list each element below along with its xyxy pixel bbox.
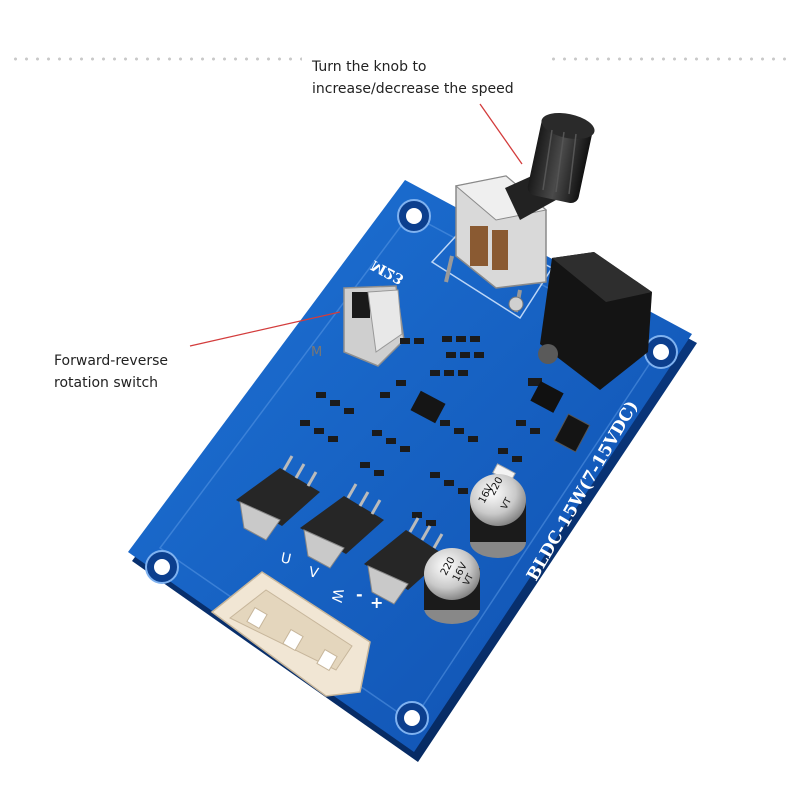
motor-connector	[210, 571, 371, 697]
switch-annotation-line	[189, 311, 341, 347]
mosfet	[236, 455, 320, 541]
switch-caption-line-1: Forward-reverse	[54, 353, 168, 369]
smd-components	[300, 336, 542, 526]
mcu-chip	[410, 390, 446, 424]
mounting-hole	[145, 550, 179, 584]
speed-knob	[505, 112, 595, 220]
stray-m-label: M	[311, 345, 323, 360]
mounting-hole	[395, 701, 429, 735]
switch-caption-line-2: rotation switch	[54, 375, 159, 391]
voltage-regulator	[530, 381, 591, 453]
mounting-hole	[397, 199, 431, 233]
mosfet	[364, 517, 446, 605]
dc-power-jack	[538, 252, 652, 390]
capacitor: 220 16V VT	[424, 548, 480, 624]
mounting-hole	[644, 335, 678, 369]
knob-caption-line-1: Turn the knob to	[312, 59, 427, 75]
knob-caption: Turn the knob to increase/decrease the s…	[312, 56, 514, 100]
mounting-holes	[145, 199, 678, 735]
phase-label-u: U	[279, 550, 292, 568]
phase-label-v: V	[307, 564, 320, 582]
switch-caption: Forward-reverse rotation switch	[54, 350, 168, 394]
capacitor: 220 16V VT	[470, 474, 526, 558]
divider-dots-right	[548, 57, 792, 61]
knob-annotation-line	[479, 103, 523, 165]
mosfet	[300, 483, 384, 569]
power-label-plus: +	[370, 593, 383, 612]
direction-switch	[343, 285, 405, 367]
knob-caption-line-2: increase/decrease the speed	[312, 81, 514, 97]
power-label-minus: -	[356, 585, 363, 604]
phase-label-w: W	[328, 587, 346, 604]
divider-dots-left	[10, 57, 302, 61]
